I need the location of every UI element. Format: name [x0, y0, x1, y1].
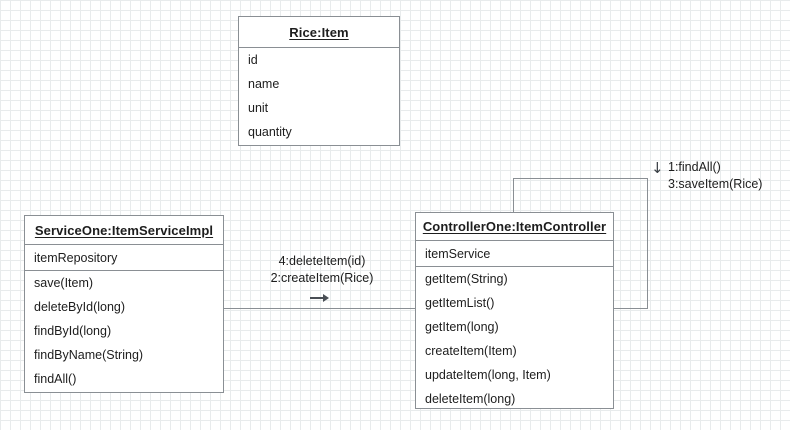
class-attribute-row: name — [248, 77, 280, 91]
connector-segment-horizontal-top — [513, 178, 648, 179]
class-attributes-service-one: itemRepository — [25, 245, 223, 271]
class-operation-row: save(Item) — [34, 276, 94, 290]
message-label-middle-line-2: 2:createItem(Rice) — [270, 271, 374, 285]
class-attribute-row: id — [248, 53, 258, 67]
class-operation-row: deleteItem(long) — [425, 392, 516, 406]
message-label-topright-line-1: 1:findAll() — [668, 160, 721, 174]
class-box-service-one[interactable]: ServiceOne:ItemServiceImpl itemRepositor… — [24, 215, 224, 393]
class-operation-row: deleteById(long) — [34, 300, 126, 314]
class-attributes-controller-one: itemService — [416, 241, 613, 267]
class-operation-row: getItem(long) — [425, 320, 499, 334]
class-attributes-rice-item: id name unit quantity — [239, 48, 399, 144]
class-attribute-row: itemService — [425, 246, 491, 261]
down-arrow-icon: ↓ — [651, 159, 664, 177]
class-title-text: Rice:Item — [289, 24, 349, 40]
connector-segment-vertical-right — [647, 178, 648, 309]
class-operation-row: createItem(Item) — [425, 344, 517, 358]
class-attribute-row: quantity — [248, 125, 292, 139]
class-operation-row: findByName(String) — [34, 348, 144, 362]
class-title-rice-item: Rice:Item — [239, 17, 399, 48]
class-operation-row: getItemList() — [425, 296, 495, 310]
class-operation-row: getItem(String) — [425, 272, 508, 286]
class-operation-row: findById(long) — [34, 324, 112, 338]
connector-segment-vertical-left — [513, 178, 514, 213]
message-label-topright-line-2: 3:saveItem(Rice) — [668, 177, 763, 191]
class-box-controller-one[interactable]: ControllerOne:ItemController itemService… — [415, 212, 614, 409]
class-title-text: ControllerOne:ItemController — [422, 219, 607, 234]
arrow-head — [323, 294, 329, 302]
message-label-middle-line-1: 4:deleteItem(id) — [278, 254, 366, 268]
connector-service-to-controller — [224, 308, 416, 309]
class-box-rice-item[interactable]: Rice:Item id name unit quantity — [238, 16, 400, 146]
class-operation-row: updateItem(long, Item) — [425, 368, 551, 382]
class-attribute-row: itemRepository — [34, 250, 118, 265]
class-operations-service-one: save(Item) deleteById(long) findById(lon… — [25, 271, 223, 391]
class-title-controller-one: ControllerOne:ItemController — [416, 213, 613, 241]
connector-segment-horizontal-bottom — [612, 308, 648, 309]
class-operation-row: findAll() — [34, 372, 77, 386]
class-operations-controller-one: getItem(String) getItemList() getItem(lo… — [416, 267, 613, 411]
class-title-service-one: ServiceOne:ItemServiceImpl — [25, 216, 223, 245]
class-title-text: ServiceOne:ItemServiceImpl — [34, 222, 214, 238]
message-direction-arrow-icon — [310, 294, 329, 302]
arrow-shaft — [310, 297, 324, 299]
class-attribute-row: unit — [248, 101, 269, 115]
